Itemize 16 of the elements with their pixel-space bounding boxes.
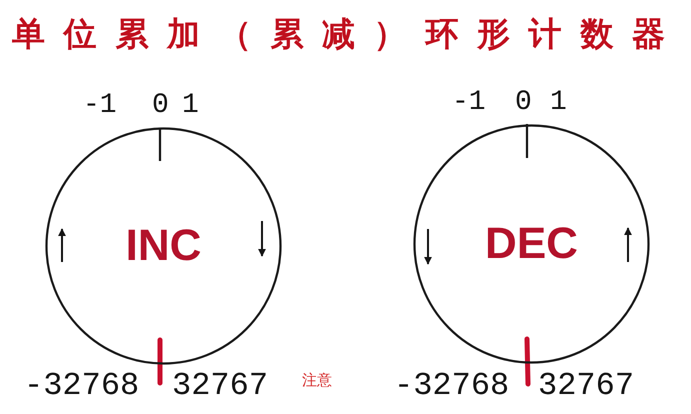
value-label: 0: [152, 92, 169, 120]
value-label: -32768: [394, 370, 510, 402]
ring-circle: [413, 124, 650, 364]
value-label: -1: [452, 89, 486, 117]
value-label: 32767: [538, 370, 634, 402]
value-label: -1: [83, 92, 117, 120]
value-label: 32767: [172, 370, 268, 402]
ring-circle: [45, 127, 282, 365]
value-label: 1: [182, 92, 199, 120]
circle-label: INC: [126, 224, 202, 268]
title: 单位累加（累减）环形计数器: [12, 16, 665, 52]
note-text: 注意: [302, 373, 332, 388]
value-label: 0: [515, 89, 532, 117]
value-label: 1: [550, 89, 567, 117]
value-label: -32768: [24, 370, 140, 402]
circle-label: DEC: [485, 222, 578, 266]
